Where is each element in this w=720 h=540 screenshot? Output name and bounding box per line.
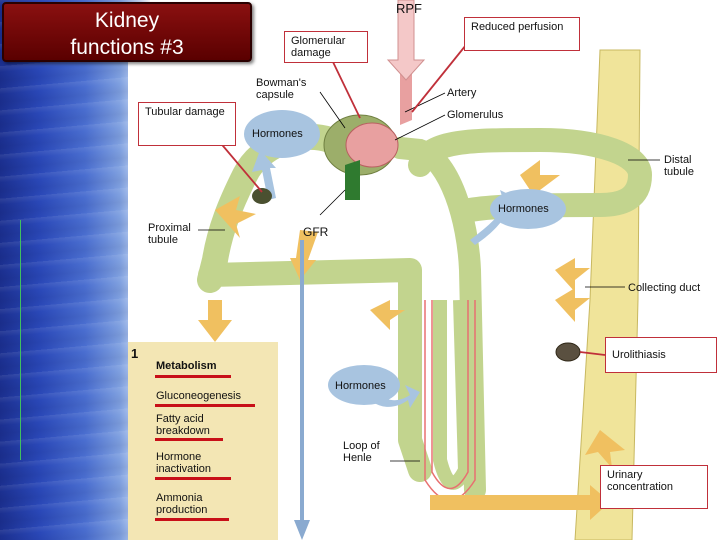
callout-reduced-perfusion: Reduced perfusion [464, 17, 580, 51]
kidney-stone [555, 342, 581, 362]
leader-glomerular-damage [332, 61, 361, 119]
absorption-arrow-3 [370, 300, 405, 330]
panel-underline-metabolism [155, 375, 231, 378]
panel-item-hormone-inactivation: Hormone inactivation [156, 451, 212, 475]
hormone-arrow-top [252, 150, 276, 200]
hormones-blob-bottom [328, 365, 400, 405]
callout-urinary-concentration: Urinary concentration [600, 465, 708, 509]
rpf-arrow [386, 0, 426, 81]
title-line-1: Kidney [94, 9, 160, 32]
label-loop-of-henle: Loop of Henle [343, 440, 380, 464]
panel-item-metabolism: Metabolism [156, 360, 217, 372]
label-hormones-top: Hormones [252, 128, 303, 140]
label-proximal-tubule: Proximal tubule [148, 222, 191, 246]
callout-tubular-damage: Tubular damage [138, 102, 236, 146]
label-rpf: RPF [396, 1, 422, 16]
leader-urolithiasis [579, 351, 606, 356]
absorption-arrow-1 [215, 196, 256, 238]
absorption-arrow-2 [520, 160, 560, 205]
slide-title: Kidney functions #3 [2, 2, 252, 62]
label-gfr: GFR [303, 225, 329, 239]
background-texture [0, 0, 150, 540]
glomerulus [345, 122, 399, 168]
panel-underline-ammonia [155, 518, 229, 521]
duct-arrow [585, 430, 625, 468]
leader-artery [404, 92, 446, 113]
panel-underline-gluconeogenesis [155, 404, 255, 407]
tubular-lesion [252, 188, 272, 204]
callout-urolithiasis: Urolithiasis [605, 337, 717, 373]
label-hormones-right: Hormones [498, 203, 549, 215]
label-bowmans-capsule: Bowman's capsule [256, 77, 307, 101]
absorption-arrow-5 [555, 288, 590, 322]
leader-lines [198, 91, 660, 462]
collecting-duct [574, 49, 641, 540]
panel-item-fatty-acid: Fatty acid breakdown [156, 413, 210, 437]
label-distal-tubule: Distal tubule [664, 154, 694, 178]
label-glomerulus: Glomerulus [447, 109, 504, 121]
panel-underline-fatty-acid [155, 438, 223, 441]
panel-number: 1 [131, 346, 139, 361]
decorative-line [20, 220, 21, 460]
label-hormones-bottom: Hormones [335, 380, 386, 392]
hormones-blob-top [244, 110, 320, 158]
proximal-arrow [198, 300, 232, 342]
blood-flow-arrow [294, 240, 310, 540]
leader-glomerulus [394, 114, 446, 141]
vasa-recta-inner [431, 300, 469, 490]
urine-arrow [430, 485, 610, 520]
label-artery: Artery [447, 87, 477, 99]
leader-tubular-damage [217, 139, 263, 193]
hormones-blob-right [490, 189, 566, 229]
label-collecting-duct: Collecting duct [628, 282, 701, 294]
callout-glomerular-damage: Glomerular damage [284, 31, 368, 63]
panel-underline-hormone [155, 477, 231, 480]
callout-leaders [217, 39, 606, 356]
leader-reduced-perfusion [411, 39, 471, 113]
panel-item-gluconeogenesis: Gluconeogenesis [156, 390, 242, 402]
descending-limb [198, 258, 432, 482]
title-line-2: functions #3 [70, 36, 184, 59]
leader-bowmans [319, 91, 346, 129]
loop-of-henle [433, 299, 473, 490]
panel-item-ammonia: Ammonia production [156, 492, 208, 516]
gfr-green-wedge [345, 160, 360, 200]
leader-gfr [319, 189, 346, 216]
absorption-arrow-4 [555, 258, 590, 292]
